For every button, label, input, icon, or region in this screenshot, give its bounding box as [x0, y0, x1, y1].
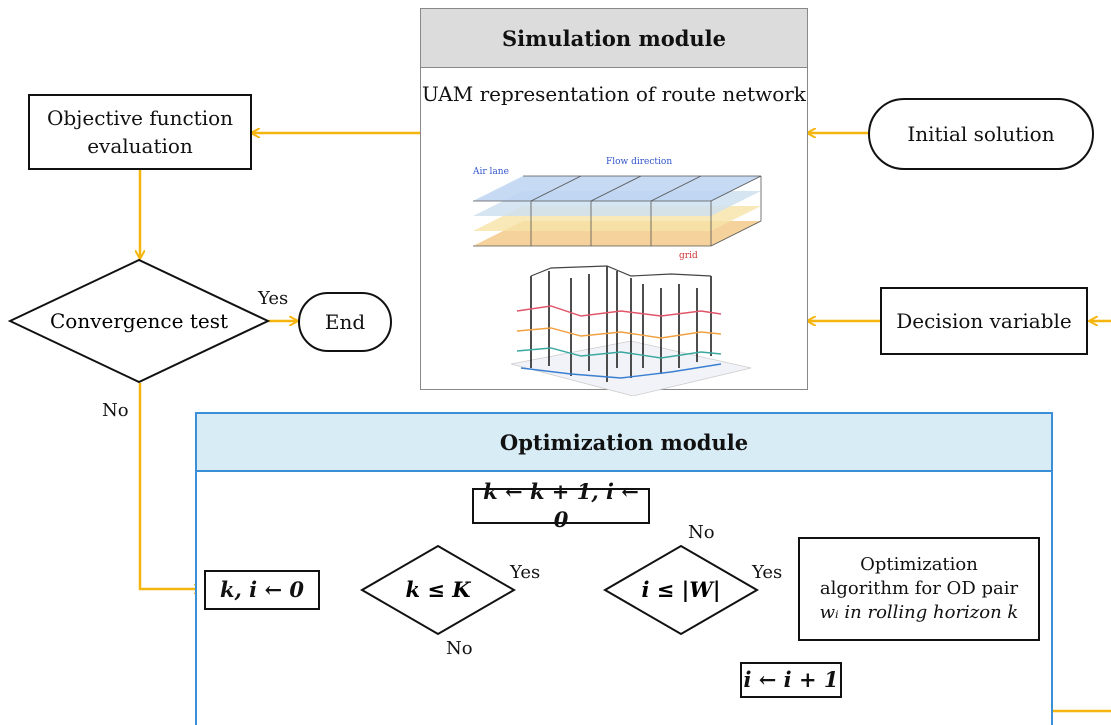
i-condition-diamond: i ≤ |W|	[603, 544, 759, 636]
objective-function-box: Objective function evaluation	[28, 94, 252, 170]
i-condition-yes-label: Yes	[752, 562, 783, 583]
k-condition-label: k ≤ K	[405, 577, 471, 602]
k-condition-yes-label: Yes	[510, 562, 541, 583]
airspace-grid-layers: Air lane Flow direction grid	[472, 157, 762, 261]
k-condition-no-label: No	[446, 638, 473, 659]
algo-line2: algorithm for OD pair	[819, 578, 1019, 599]
objective-line1: Objective function	[46, 106, 234, 130]
convergence-test-diamond: Convergence test	[8, 258, 270, 384]
update-i-box: i ← i + 1	[740, 662, 842, 698]
optimization-module-title: Optimization module	[197, 414, 1051, 472]
route-network-3d	[510, 265, 752, 396]
update-k-box: k ← k + 1, i ← 0	[472, 479, 650, 532]
flow-direction-label: Flow direction	[606, 157, 672, 167]
algo-line1: Optimization	[860, 554, 978, 575]
route-network-illustration: Air lane Flow direction grid	[472, 157, 762, 396]
i-condition-label: i ≤ |W|	[641, 577, 720, 602]
optimization-algorithm-box: Optimization algorithm for OD pair wᵢ in…	[798, 537, 1040, 641]
algo-line3: wᵢ in rolling horizon k	[819, 602, 1019, 623]
simulation-module-subtitle: UAM representation of route network	[422, 82, 806, 106]
i-condition-no-label: No	[688, 522, 715, 543]
decision-variable-box: Decision variable	[880, 287, 1088, 355]
simulation-module-title: Simulation module	[421, 9, 807, 68]
init-k-i-box: k, i ← 0	[204, 570, 320, 610]
arrow-convergence-no	[138, 383, 202, 589]
objective-line2: evaluation	[87, 134, 193, 158]
air-lane-label: Air lane	[472, 167, 509, 177]
end-node: End	[298, 292, 392, 352]
convergence-yes-label: Yes	[258, 288, 289, 309]
initial-solution-node: Initial solution	[868, 98, 1094, 170]
k-condition-diamond: k ≤ K	[360, 544, 516, 636]
convergence-test-label: Convergence test	[50, 309, 228, 333]
grid-label: grid	[679, 251, 698, 261]
simulation-module: Simulation module UAM representation of …	[420, 8, 808, 396]
convergence-no-label: No	[102, 400, 129, 421]
